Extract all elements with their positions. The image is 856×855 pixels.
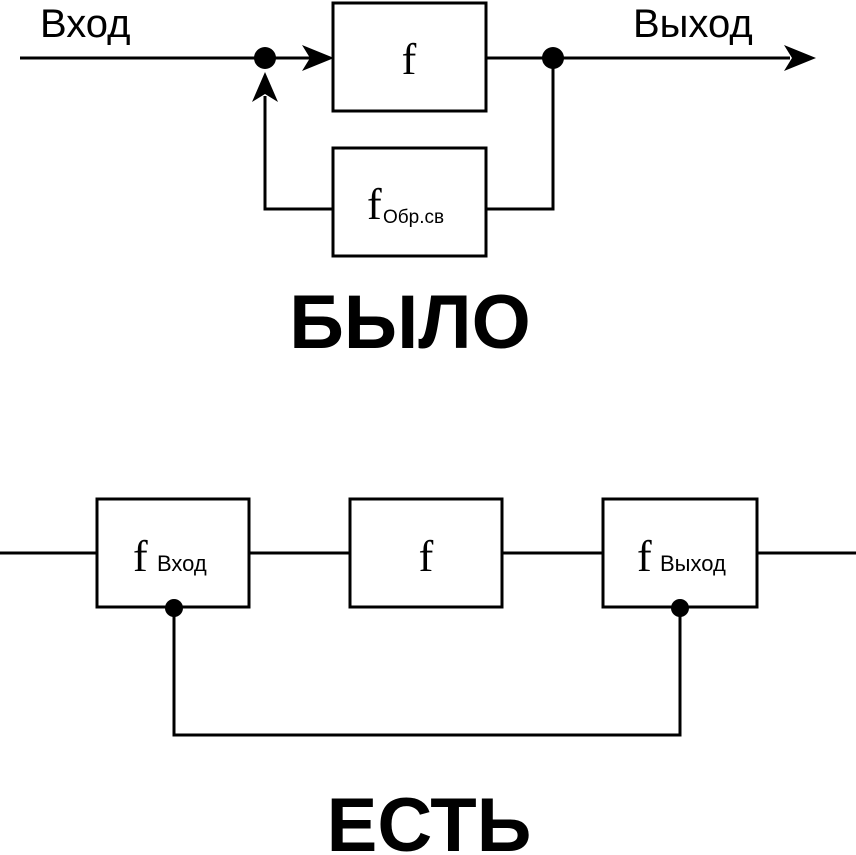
connection-loop-line	[172, 608, 682, 737]
feedback-block-symbol: f	[367, 180, 382, 229]
arrowhead-output	[784, 45, 816, 71]
input-block-symbol: f	[133, 532, 148, 581]
caption-before: БЫЛО	[289, 280, 530, 365]
feedback-line-left	[263, 96, 332, 211]
caption-after: ЕСТЬ	[327, 783, 532, 855]
summing-junction-dot	[254, 47, 276, 69]
input-block-subscript: Вход	[157, 551, 207, 576]
output-block-symbol: f	[637, 532, 652, 581]
arrowhead-into-f	[302, 45, 334, 71]
output-junction-dot	[671, 599, 689, 617]
arrowhead-feedback	[252, 72, 278, 102]
main-block-symbol: f	[402, 35, 417, 84]
top-diagram: f f Обр.св Вход Выход БЫЛО	[20, 1, 816, 365]
feedback-block-subscript: Обр.св	[383, 207, 444, 228]
output-label: Выход	[633, 2, 753, 46]
main-block-symbol: f	[419, 532, 434, 581]
input-junction-dot	[165, 599, 183, 617]
branch-point-dot	[542, 47, 564, 69]
bottom-diagram: f Вход f f Выход ЕСТЬ	[0, 497, 856, 855]
feedback-block	[331, 146, 488, 258]
main-block-f	[331, 1, 488, 113]
feedback-line-right	[486, 58, 555, 211]
main-block-f	[348, 497, 504, 609]
output-block-subscript: Выход	[660, 551, 726, 576]
input-label: Вход	[40, 2, 131, 46]
